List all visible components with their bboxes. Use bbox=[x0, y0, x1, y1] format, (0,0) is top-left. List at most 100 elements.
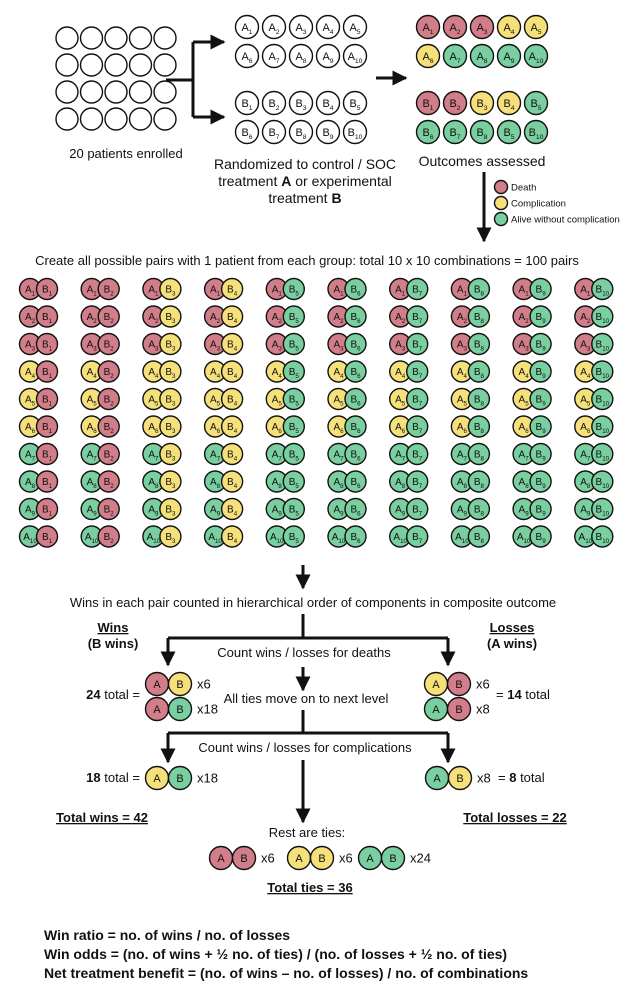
wins-deaths-pair-1-b-circle bbox=[167, 671, 193, 697]
pair-a7-b10-b-circle bbox=[591, 442, 614, 466]
patient-b6-circle bbox=[234, 119, 260, 145]
tie-pair-2-multiplier: x6 bbox=[339, 851, 353, 866]
pair-a1-b8-a-label: A1 bbox=[457, 285, 468, 298]
pair-a9-b10-b-label: B10 bbox=[596, 505, 610, 518]
enrolled-patient bbox=[128, 53, 153, 77]
outcome-a7-label: A7 bbox=[449, 51, 460, 65]
pair-a5-b5-a-label: A5 bbox=[272, 395, 283, 408]
pair-a5-b9-a-label: A5 bbox=[519, 395, 530, 408]
patient-a5-label: A5 bbox=[349, 22, 360, 36]
outcome-b6-label: B6 bbox=[422, 127, 433, 141]
patient-b1-circle bbox=[234, 90, 260, 116]
patient-a9-label: A9 bbox=[322, 51, 333, 65]
outcome-a10-circle bbox=[523, 43, 549, 69]
pair-a10-b1-a-label: A10 bbox=[23, 532, 37, 545]
patient-b10-label: B10 bbox=[348, 127, 363, 141]
pair-a5-b2-b-circle bbox=[97, 387, 120, 411]
pair-a9-b7-a-label: A9 bbox=[395, 505, 406, 518]
pair-a2-b4-a-label: A2 bbox=[210, 312, 221, 325]
pair-a4-b10-b-circle bbox=[591, 360, 614, 383]
pair-a3-b4-b-label: B4 bbox=[227, 340, 238, 353]
pair-a3-b2-b-label: B2 bbox=[104, 340, 115, 353]
pair-a2-b3-b-label: B3 bbox=[165, 312, 176, 325]
patient-a4-circle bbox=[315, 14, 341, 40]
pair-a4-b1-b-circle bbox=[35, 360, 59, 383]
pair-a4-b7-a-label: A4 bbox=[395, 367, 406, 380]
pair-a9-b7-b-label: B7 bbox=[412, 505, 423, 518]
randomization-line-3: treatment B bbox=[268, 190, 341, 206]
pair-a10-b10-b-label: B10 bbox=[596, 532, 610, 545]
patient-a1-circle bbox=[234, 14, 260, 40]
pair-a4-b2-a-label: A4 bbox=[87, 367, 98, 380]
pair-a2-b7-a-label: A2 bbox=[395, 312, 406, 325]
patient-a3-circle bbox=[288, 14, 314, 40]
pair-a9-b3-a-label: A9 bbox=[148, 505, 159, 518]
patient-b8-circle bbox=[288, 119, 314, 145]
pair-a3-b9-b-label: B9 bbox=[536, 340, 547, 353]
pair-a3-b3-b-label: B3 bbox=[165, 340, 176, 353]
pair-a7-b3-b-circle bbox=[159, 442, 182, 466]
pair-a1-b7-a-label: A1 bbox=[395, 285, 406, 298]
pair-a5-b8-b-circle bbox=[467, 387, 491, 411]
wins-header-sub: (B wins) bbox=[88, 636, 139, 651]
pair-a5-b4-b-circle bbox=[220, 387, 244, 411]
randomization-line-2: treatment A or experimental bbox=[218, 173, 392, 189]
pair-a3-b9-b-circle bbox=[529, 332, 552, 356]
pair-a6-b6-a-label: A6 bbox=[333, 422, 344, 435]
pair-a3-b6-b-label: B6 bbox=[350, 340, 361, 353]
pair-a1-b1-b-circle bbox=[35, 277, 59, 301]
pair-a6-b10-b-circle bbox=[591, 415, 614, 438]
pair-a5-b1-b-circle bbox=[35, 387, 59, 411]
pair-a6-b3-b-label: B3 bbox=[165, 422, 176, 435]
outcomes-label: Outcomes assessed bbox=[419, 153, 546, 169]
pair-a5-b1-a-label: A5 bbox=[25, 395, 36, 408]
pair-a3-b7-b-label: B7 bbox=[412, 340, 423, 353]
pair-a8-b3-a-label: A8 bbox=[148, 477, 159, 490]
pair-a2-b8-a-label: A2 bbox=[457, 312, 468, 325]
pair-a10-b4-a-label: A10 bbox=[208, 532, 222, 545]
pair-a4-b1-b-label: B1 bbox=[42, 367, 53, 380]
pair-a7-b9-b-circle bbox=[529, 442, 552, 466]
pair-a7-b2-b-circle bbox=[97, 442, 120, 466]
tie-pair-1-b-circle bbox=[231, 845, 257, 871]
outcome-b10-circle bbox=[523, 119, 549, 145]
pair-a9-b8-b-circle bbox=[467, 497, 491, 521]
pair-a5-b2-b-label: B2 bbox=[104, 395, 115, 408]
pair-a2-b3-b-circle bbox=[159, 305, 182, 328]
pair-a10-b5-b-circle bbox=[282, 525, 305, 548]
pair-a3-b4-b-circle bbox=[220, 332, 244, 356]
pair-a3-b7-b-circle bbox=[406, 332, 429, 356]
wins-deaths-pair-2-a-label: A bbox=[153, 704, 161, 716]
pair-a10-b5-a-label: A10 bbox=[270, 532, 284, 545]
pair-a9-b8-b-label: B8 bbox=[474, 505, 485, 518]
patient-b6-label: B6 bbox=[241, 127, 252, 141]
pair-a8-b4-b-label: B4 bbox=[227, 477, 238, 490]
outcome-a5-label: A5 bbox=[530, 22, 541, 36]
pair-a9-b1-b-circle bbox=[35, 497, 59, 521]
pair-a8-b10-b-circle bbox=[591, 470, 614, 493]
pair-a3-b7-a-label: A3 bbox=[395, 340, 406, 353]
pair-a8-b2-a-label: A8 bbox=[87, 477, 98, 490]
patient-a9-circle bbox=[315, 43, 341, 69]
outcome-a8-label: A8 bbox=[476, 51, 487, 65]
pair-a8-b3-b-circle bbox=[159, 470, 182, 493]
pair-a4-b1-a-label: A4 bbox=[25, 367, 36, 380]
pair-a1-b4-b-circle bbox=[220, 277, 244, 301]
pair-a6-b2-b-label: B2 bbox=[104, 422, 115, 435]
pair-a5-b4-a-label: A5 bbox=[210, 395, 221, 408]
pair-a1-b7-b-label: B7 bbox=[412, 285, 423, 298]
pair-a9-b2-a-label: A9 bbox=[87, 505, 98, 518]
outcome-b5-label: B5 bbox=[530, 98, 541, 112]
wins-deaths-pair-2-b-label: B bbox=[176, 704, 183, 716]
enrolled-patient bbox=[79, 26, 104, 50]
outcome-b6-circle bbox=[415, 119, 441, 145]
pair-a1-b6-b-label: B6 bbox=[350, 285, 361, 298]
pair-a4-b7-b-label: B7 bbox=[412, 367, 423, 380]
pair-a5-b6-b-label: B6 bbox=[350, 395, 361, 408]
pair-a2-b4-b-circle bbox=[220, 305, 244, 328]
